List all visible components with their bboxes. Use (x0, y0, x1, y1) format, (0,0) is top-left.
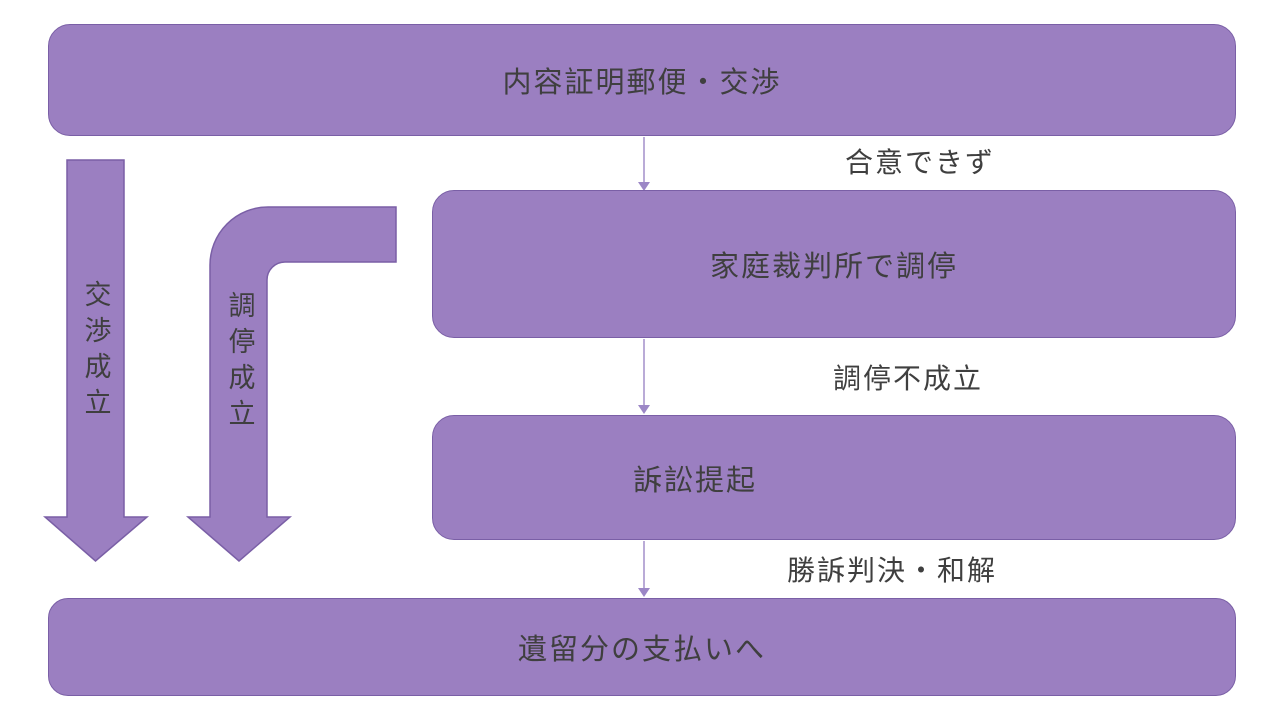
connector-agreement-failed (638, 137, 650, 191)
edge-label-mediation-failed: 調停不成立 (833, 364, 984, 395)
mediation-success-label: 調停成立 (224, 291, 255, 435)
connector-arrowhead-icon (638, 588, 650, 597)
mediation-success-elbow-arrow (185, 206, 397, 562)
node-payment-of-reserved-portion: 遺留分の支払いへ (48, 598, 1236, 696)
node-file-lawsuit: 訴訟提起 (432, 415, 1236, 540)
connector-arrowhead-icon (638, 405, 650, 414)
connector-judgment-settlement (638, 541, 650, 597)
node-label: 家庭裁判所で調停 (709, 251, 958, 283)
node-label: 訴訟提起 (632, 464, 757, 497)
node-label: 内容証明郵便・交渉 (502, 67, 782, 99)
negotiation-success-block-arrow (42, 159, 150, 562)
node-family-court-mediation: 家庭裁判所で調停 (432, 190, 1236, 338)
connector-arrowhead-icon (638, 182, 650, 191)
node-content-certified-mail: 内容証明郵便・交渉 (48, 24, 1236, 136)
edge-label-judgment-settlement: 勝訴判決・和解 (787, 556, 998, 587)
negotiation-success-label: 交渉成立 (80, 280, 111, 424)
connector-mediation-failed (638, 339, 650, 414)
edge-label-agreement-failed: 合意できず (845, 148, 996, 179)
node-label: 遺留分の支払いへ (517, 634, 766, 666)
